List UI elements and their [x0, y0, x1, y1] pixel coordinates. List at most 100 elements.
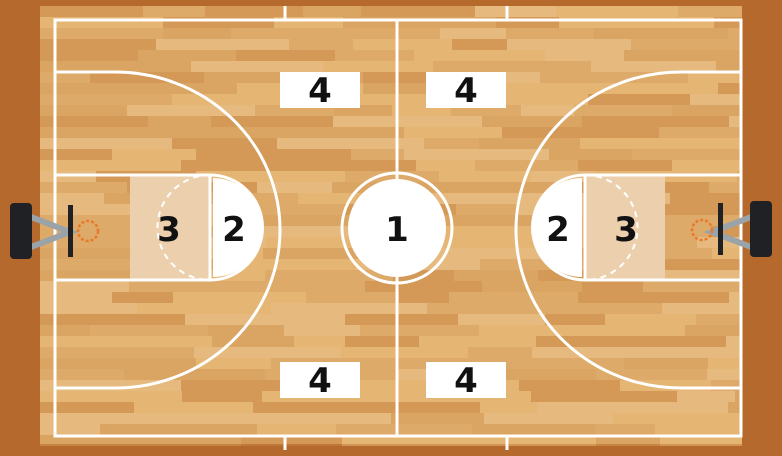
floor-plank — [479, 138, 580, 149]
floor-plank — [688, 72, 740, 83]
floor-plank — [40, 369, 124, 380]
floor-plank — [40, 138, 172, 149]
floor-plank — [506, 28, 594, 39]
floor-plank — [419, 336, 536, 347]
floor-plank — [40, 182, 127, 193]
floor-plank — [404, 127, 502, 138]
floor-plank — [335, 50, 414, 61]
floor-plank — [709, 182, 742, 193]
floor-plank — [456, 204, 519, 215]
floor-plank — [532, 347, 637, 358]
floor-plank — [40, 6, 143, 17]
backboard-left — [68, 205, 73, 257]
stanchion-right — [750, 201, 772, 257]
floor-plank — [163, 28, 231, 39]
floor-plank — [306, 292, 399, 303]
floor-plank — [537, 402, 657, 413]
floor-plank — [253, 402, 403, 413]
floor-plank — [427, 303, 579, 314]
floor-plank — [129, 413, 242, 424]
floor-plank — [594, 28, 652, 39]
floor-plank — [40, 358, 196, 369]
floor-plank — [134, 402, 253, 413]
floor-plank — [40, 193, 104, 204]
floor-plank — [440, 28, 506, 39]
floor-plank — [672, 105, 742, 116]
floor-plank — [449, 292, 578, 303]
floor-plank — [191, 61, 323, 72]
floor-plank — [360, 325, 479, 336]
zone-label-4-bottom-left: 4 — [308, 361, 332, 401]
floor-plank — [330, 28, 440, 39]
floor-plank — [672, 160, 742, 171]
floor-plank — [468, 347, 532, 358]
floor-plank — [156, 39, 289, 50]
floor-plank — [519, 380, 620, 391]
floor-plank — [196, 149, 351, 160]
floor-plank — [345, 336, 419, 347]
floor-plank — [345, 314, 458, 325]
floor-plank — [549, 149, 632, 160]
floor-plank — [271, 303, 427, 314]
floor-plank — [257, 424, 336, 435]
floor-plank — [631, 292, 729, 303]
floor-plank — [472, 424, 595, 435]
floor-plank — [137, 303, 271, 314]
floor-plank — [365, 281, 482, 292]
floor-plank — [643, 281, 739, 292]
stanchion-left — [10, 203, 32, 259]
floor-plank — [556, 6, 678, 17]
floor-plank — [129, 281, 230, 292]
floor-plank — [677, 391, 735, 402]
floor-plank — [614, 83, 718, 94]
floor-plank — [582, 116, 729, 127]
floor-plank — [277, 314, 345, 325]
backboard-right — [718, 203, 723, 255]
floor-plank — [531, 391, 591, 402]
floor-plank — [591, 391, 677, 402]
floor-plank — [205, 6, 303, 17]
floor-plank — [545, 314, 605, 325]
floor-plank — [40, 325, 90, 336]
floor-plank — [696, 314, 742, 325]
floor-plank — [655, 424, 742, 435]
floor-plank — [268, 160, 416, 171]
floor-plank — [40, 72, 90, 83]
floor-plank — [414, 50, 545, 61]
floor-plank — [484, 413, 613, 424]
floor-plank — [230, 281, 365, 292]
floor-plank — [482, 281, 582, 292]
floor-plank — [185, 314, 277, 325]
floor-plank — [480, 259, 531, 270]
floor-plank — [40, 336, 161, 347]
floor-plank — [632, 149, 742, 160]
floor-plank — [303, 6, 361, 17]
floor-plank — [439, 215, 538, 226]
floor-plank — [112, 149, 196, 160]
floor-plank — [718, 83, 742, 94]
floor-plank — [259, 204, 345, 215]
floor-plank — [685, 325, 742, 336]
floor-plank — [659, 127, 742, 138]
floor-plank — [333, 116, 482, 127]
floor-plank — [336, 424, 472, 435]
floor-plank — [631, 39, 742, 50]
floor-plank — [673, 336, 726, 347]
floor-plank — [161, 336, 212, 347]
floor-plank — [399, 292, 449, 303]
floor-plank — [574, 105, 672, 116]
floor-plank — [494, 94, 588, 105]
zone-label-4-bottom-right: 4 — [454, 361, 478, 401]
zone-label-2-right: 2 — [546, 210, 570, 250]
floor-plank — [40, 149, 112, 160]
floor-plank — [521, 105, 574, 116]
floor-plank — [580, 138, 702, 149]
zone-label-3-right: 3 — [614, 210, 638, 250]
floor-plank — [532, 358, 624, 369]
floor-plank — [605, 314, 696, 325]
floor-plank — [341, 347, 468, 358]
floor-plank — [424, 138, 479, 149]
floor-plank — [148, 116, 211, 127]
floor-plank — [403, 402, 480, 413]
floor-plank — [277, 138, 424, 149]
